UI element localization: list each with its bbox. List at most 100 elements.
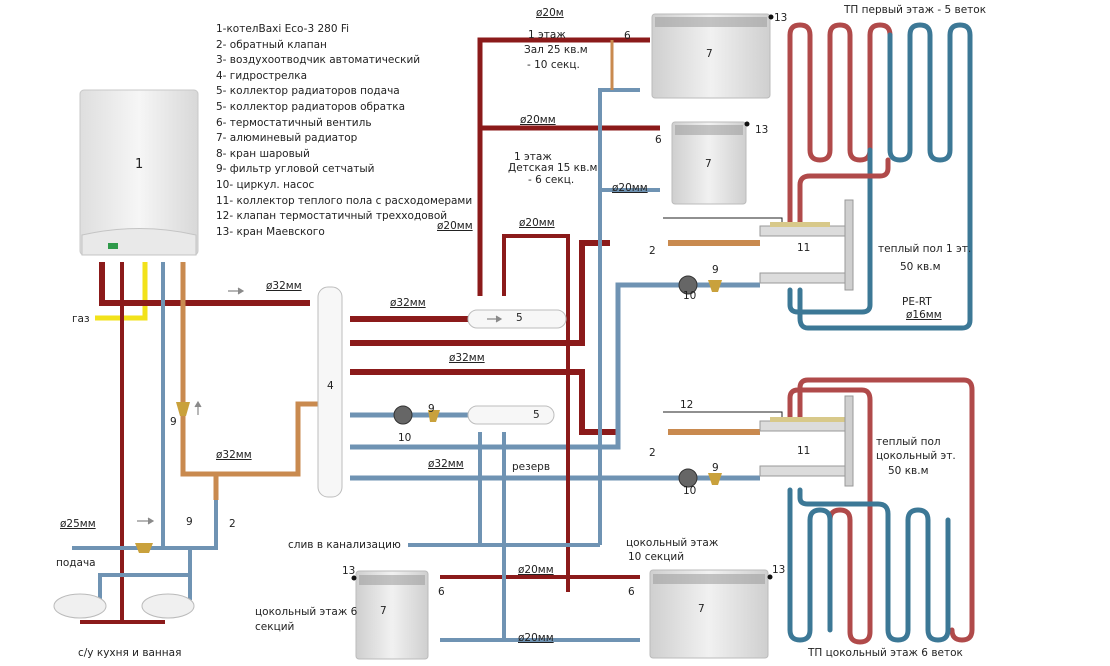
room1-line3: - 10 секц.: [527, 59, 580, 71]
sink-bath: [141, 593, 195, 619]
item-number: 13: [755, 124, 769, 136]
radiator-collectors: [467, 309, 567, 425]
diameter-label: ø32мм: [216, 449, 252, 461]
gas-label: газ: [72, 313, 90, 325]
pump-collector: [393, 405, 413, 425]
item-number: 12: [680, 399, 694, 411]
legend-item: 3- воздухоотводчик автоматический: [216, 54, 421, 67]
diameter-label: ø20мм: [518, 632, 554, 644]
drain-label: слив в канализацию: [288, 539, 401, 551]
item-number: 9: [712, 264, 719, 276]
item-number: 13: [772, 564, 786, 576]
filters: [135, 280, 722, 553]
legend-item: 4- гидрострелка: [216, 69, 307, 82]
room2-line1: 1 этаж: [514, 151, 552, 163]
pump-floor0: [678, 468, 698, 488]
sinks: [53, 593, 195, 619]
riser-1st-floor-supply: [477, 37, 660, 296]
floor1-loop-hot: [787, 22, 893, 231]
item-number: 7: [706, 48, 713, 60]
item-number: 7: [698, 603, 705, 615]
legend-item: 8- кран шаровый: [216, 147, 310, 160]
item-number: 9: [712, 462, 719, 474]
legend-item: 10- циркул. насос: [216, 178, 315, 191]
legend-item: 5- коллектор радиаторов подача: [216, 85, 400, 98]
legend-item: 13- кран Маевского: [216, 225, 325, 238]
diameter-label: ø20мм: [519, 217, 555, 229]
item-number: 9: [428, 403, 435, 415]
legend-item: 6- термостатичный вентиль: [216, 116, 372, 129]
floor1-loop-cold: [797, 22, 973, 331]
base-left-line2: секций: [255, 621, 295, 633]
arrow-cold-water: [137, 517, 155, 525]
arrow-boiler-supply: [228, 287, 245, 295]
diameter-label: ø20мм: [520, 114, 556, 126]
boiler-supply-pipe: [99, 262, 310, 306]
item-number: 2: [229, 518, 236, 530]
floor1-title: ТП первый этаж - 5 веток: [844, 4, 987, 16]
gas-pipe: [95, 262, 148, 321]
item-number: 7: [705, 158, 712, 170]
legend-item: 11- коллектор теплого пола с расходомера…: [216, 194, 473, 207]
legend-item: 2- обратный клапан: [216, 38, 327, 51]
diameter-label: ø32мм: [390, 297, 426, 309]
filter-floor1: [708, 280, 722, 292]
sink-kitchen: [53, 593, 107, 619]
item-number: 2: [649, 245, 656, 257]
return-collector-legs: [440, 432, 640, 642]
hydro-number: 4: [327, 380, 334, 392]
floor1-return-pipe: [350, 282, 640, 450]
filter-floor0: [708, 473, 722, 485]
arrow-collector: [487, 315, 503, 323]
room1-line1: 1 этаж: [528, 29, 566, 41]
floor0-area-line3: 50 кв.м: [888, 465, 929, 477]
item-number: 13: [774, 12, 788, 24]
radiator-basement-left: [351, 570, 429, 660]
legend-item: 1-котелBaxi Eco-3 280 Fi: [216, 23, 350, 35]
floor1-area-line2: 50 кв.м: [900, 261, 941, 273]
floor-loop-basement: [787, 377, 975, 645]
floor-manifold-1: [759, 199, 854, 291]
item-number: 10: [683, 290, 697, 302]
radiator-child: [671, 121, 750, 205]
diameter-label: ø20мм: [437, 220, 473, 232]
sinks-label: с/у кухня и ванная: [78, 647, 182, 659]
legend: 1-котелBaxi Eco-3 280 Fi 2- обратный кла…: [216, 22, 472, 240]
legend-item: 12- клапан термостатичный трехходовой: [216, 210, 448, 223]
floor1-supply-pipe: [350, 240, 610, 346]
return-riser-1st-floor: [598, 88, 660, 545]
hot-water-pipe: [80, 262, 165, 624]
item-number: 11: [797, 242, 811, 254]
room1-line2: Зал 25 кв.м: [524, 44, 588, 56]
item-number: 13: [342, 565, 356, 577]
diameter-label: ø20м: [536, 7, 564, 19]
floor0-area-line2: цокольный эт.: [876, 450, 956, 462]
base-right-line1: цокольный этаж: [626, 537, 719, 549]
supply-collector: [467, 309, 567, 329]
room2-line3: - 6 секц.: [528, 174, 575, 186]
legend-item: 5- коллектор радиаторов обратка: [216, 100, 406, 113]
diameter-label: ø32мм: [428, 458, 464, 470]
item-number: 2: [649, 447, 656, 459]
pipes: [72, 37, 783, 642]
boiler-return-mixed-pipe: [180, 262, 318, 477]
radiator-hall: [651, 13, 774, 99]
boiler-display: [108, 243, 118, 249]
pe-rt-diameter: ø16мм: [906, 309, 942, 321]
boiler-panel: [81, 228, 197, 256]
diameter-label: ø20мм: [612, 182, 648, 194]
diameter-label: ø32мм: [449, 352, 485, 364]
item-number: 7: [380, 605, 387, 617]
diameter-label: ø25мм: [60, 518, 96, 530]
reserve-label: резерв: [512, 461, 551, 473]
floor0-loop-cold: [787, 487, 833, 643]
floor0-area-line1: теплый пол: [876, 436, 941, 448]
item-number: 9: [186, 516, 193, 528]
item-number: 6: [655, 134, 662, 146]
base-right-line2: 10 секций: [628, 551, 685, 563]
room2-line2: Детская 15 кв.м: [508, 162, 598, 174]
floor-manifold-0: [759, 395, 854, 487]
legend-item: 9- фильтр угловой сетчатый: [216, 163, 375, 176]
item-number: 11: [797, 445, 811, 457]
